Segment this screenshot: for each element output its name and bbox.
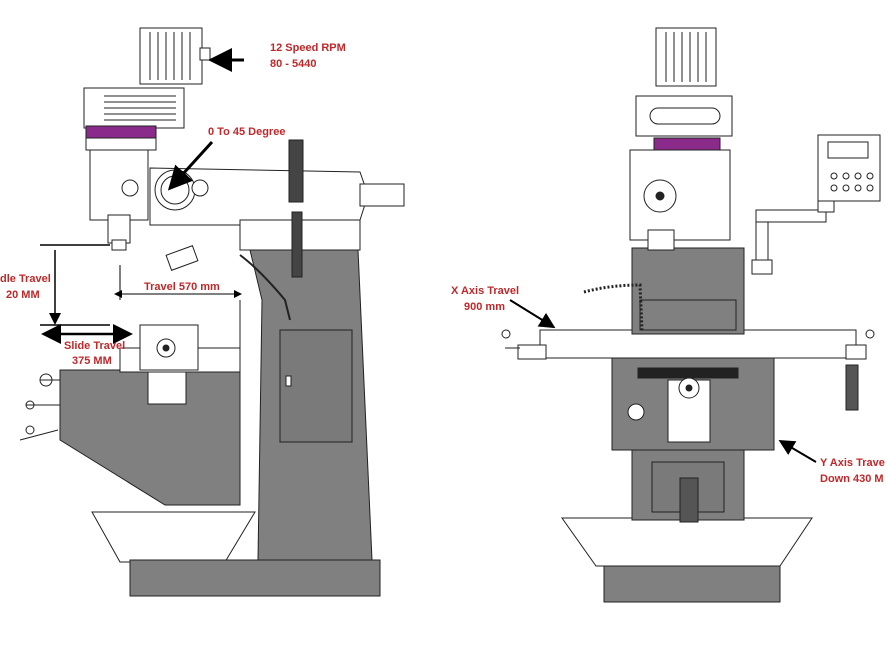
side-base	[129, 559, 381, 597]
side-head	[89, 149, 149, 221]
front-motor	[655, 27, 717, 87]
travel-570-label: Travel 570 mm	[144, 281, 220, 293]
side-purple-band	[85, 125, 157, 139]
spindle-label-2: 20 MM	[6, 289, 40, 301]
side-view-machine	[19, 27, 405, 597]
side-column-door	[279, 329, 353, 443]
side-dimension-lines	[40, 48, 244, 344]
x-axis-label-1: X Axis Travel	[451, 285, 519, 297]
angle-label: 0 To 45 Degree	[208, 126, 285, 138]
spindle-label-1: dle Travel	[0, 273, 51, 285]
front-view-machine	[501, 27, 881, 603]
front-arrows	[509, 299, 817, 463]
y-axis-label-2: Down 430 M	[820, 473, 884, 485]
rpm-label-2: 80 - 5440	[270, 58, 316, 70]
side-chip-tray	[91, 511, 256, 563]
rpm-label-1: 12 Speed RPM	[270, 42, 346, 54]
x-axis-label-2: 900 mm	[464, 301, 505, 313]
slide-label-1: Slide Travel	[64, 340, 125, 352]
y-axis-label-1: Y Axis Trave	[820, 457, 885, 469]
front-base	[603, 565, 781, 603]
side-motor	[139, 27, 203, 85]
front-purple-band	[653, 137, 721, 151]
slide-label-2: 375 MM	[72, 355, 112, 367]
annotation-labels: 12 Speed RPM 80 - 5440 0 To 45 Degree dl…	[0, 42, 885, 485]
front-chip-tray	[561, 517, 813, 567]
